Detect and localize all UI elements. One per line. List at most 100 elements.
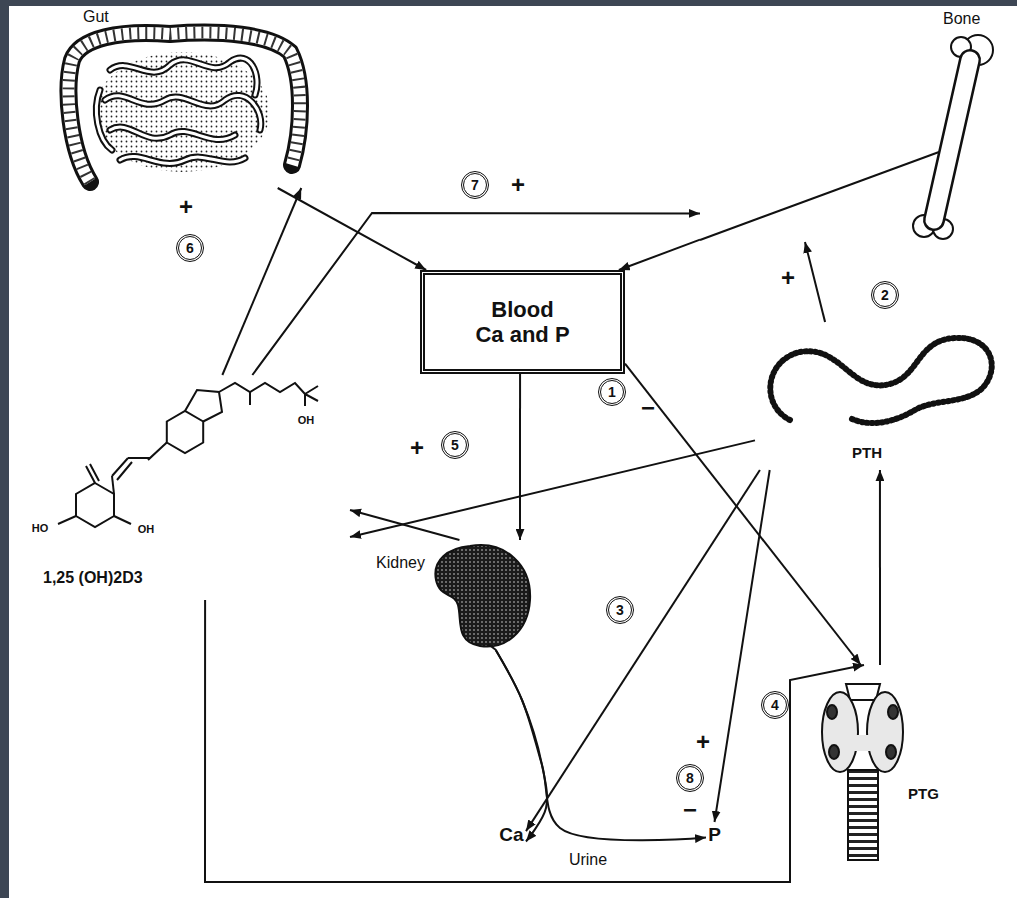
chemical-group: OH: [298, 415, 315, 426]
gut-drawing: [69, 33, 300, 182]
bone-drawing: [700, 152, 939, 240]
node-label: PTG: [908, 785, 939, 802]
callout-number: 6: [176, 234, 204, 262]
label-anchor: 1: [598, 378, 626, 406]
effect-sign: −: [641, 396, 655, 420]
scan-frame: [0, 0, 1017, 6]
thyroid-drawing: [886, 745, 896, 759]
vitamin-d-molecule: [148, 443, 167, 461]
callout-number: 8: [676, 764, 704, 792]
vitamin-d-molecule: [167, 411, 203, 453]
label-anchor: +: [179, 195, 193, 219]
gut-drawing: [96, 58, 260, 163]
organ-bone: Bone: [700, 4, 1000, 242]
label-anchor: 8: [676, 764, 704, 792]
label-anchor: −: [683, 798, 697, 822]
arrow-connector: [805, 242, 825, 322]
urine-label: Urine: [569, 852, 607, 868]
node-label: Ca: [499, 824, 523, 846]
label-anchor: 5: [441, 431, 469, 459]
connector-group: [205, 188, 880, 882]
label-anchor: −: [641, 396, 655, 420]
urine-ion: Ca: [497, 822, 526, 848]
node-label: Kidney: [376, 554, 425, 572]
effect-sign: −: [683, 798, 697, 822]
gut-drawing: [69, 33, 300, 182]
arrow-connector: [519, 374, 521, 540]
kidney-drawing: [488, 644, 496, 650]
effect-sign: +: [696, 730, 710, 754]
callout-number: 7: [461, 171, 489, 199]
arrow-connector: [496, 650, 547, 842]
callout-number: 5: [441, 431, 469, 459]
gut-drawing: [96, 90, 112, 150]
arrow-connector: [252, 213, 700, 375]
vitamin-d-molecule: [112, 476, 114, 494]
callout-number: 2: [871, 281, 899, 309]
arrow-connector: [526, 470, 760, 831]
vitamin-d-molecule: [305, 386, 318, 406]
gut-drawing: [120, 157, 245, 164]
gut-drawing: [69, 33, 300, 182]
arrow-connector: [715, 470, 770, 822]
label-anchor: +: [696, 730, 710, 754]
vitamin-d-molecule: 1,25 (OH)2D3: [5, 375, 350, 600]
gut-drawing: [110, 58, 257, 95]
hormone-pth: PTH: [755, 322, 1000, 470]
bone-drawing: [934, 60, 970, 220]
label-anchor: HO: [32, 518, 49, 536]
chemical-group: OH: [138, 524, 155, 535]
gut-drawing: [110, 58, 257, 95]
node-label: 1,25 (OH)2D3: [43, 569, 143, 587]
pth-drawing: [770, 338, 991, 423]
gut-drawing: [120, 157, 245, 164]
organ-kidney: Kidney: [372, 540, 537, 650]
gut-drawing: [105, 95, 261, 130]
thyroid-drawing: [822, 692, 858, 772]
label-anchor: OH: [138, 519, 155, 537]
vitamin-d-molecule: [58, 516, 76, 524]
arrow-connector: [619, 240, 700, 270]
bone-drawing: [934, 60, 970, 220]
effect-sign: +: [511, 173, 525, 197]
thyroid-drawing: [848, 770, 878, 860]
kidney-drawing: [435, 545, 530, 650]
label-anchor: 2: [871, 281, 899, 309]
effect-sign: +: [781, 266, 795, 290]
urine-ion: P: [706, 822, 723, 848]
blood-box: Blood Ca and P: [420, 270, 625, 374]
gut-drawing: [69, 33, 300, 182]
label-anchor: +: [511, 173, 525, 197]
callout-number: 1: [598, 378, 626, 406]
gut-drawing: [94, 52, 270, 172]
vitamin-d-molecule: [114, 516, 131, 524]
node-label: P: [708, 824, 721, 846]
vitamin-d-molecule: [219, 383, 305, 394]
callout-number: 4: [761, 691, 789, 719]
gut-drawing: [96, 58, 260, 163]
thyroid-drawing: [822, 684, 903, 860]
label-anchor: +: [781, 266, 795, 290]
vitamin-d-molecule: [58, 383, 318, 527]
pth-drawing: [770, 338, 991, 423]
label-anchor: 4: [761, 691, 789, 719]
thyroid-drawing: [867, 692, 903, 772]
vitamin-d-molecule: [249, 392, 251, 405]
label-anchor: OH: [298, 410, 315, 428]
arrow-connector: [222, 188, 301, 375]
thyroid-drawing: [888, 705, 898, 719]
vitamin-d-molecule: [185, 390, 222, 422]
arrow-connector: [496, 650, 706, 840]
node-label: PTH: [852, 444, 882, 461]
arrow-connector: [278, 188, 426, 270]
node-label: Bone: [943, 10, 980, 28]
vitamin-d-molecule: [128, 457, 150, 459]
gut-drawing: [110, 127, 235, 139]
node-label: Blood Ca and P: [448, 297, 598, 348]
effect-sign: +: [179, 195, 193, 219]
arrow-connector: [625, 364, 861, 665]
scan-frame: [0, 0, 9, 898]
arrow-connector: [350, 510, 459, 540]
effect-sign: +: [410, 436, 424, 460]
gut-drawing: [105, 95, 261, 130]
